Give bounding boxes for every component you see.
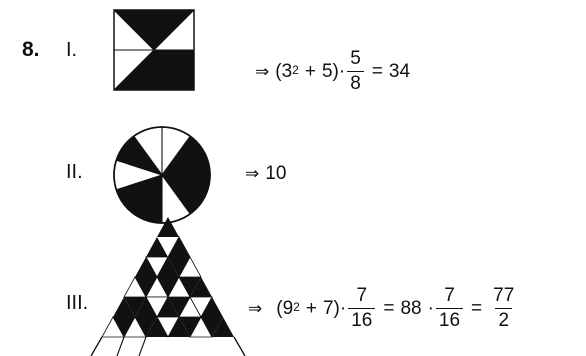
rparen: ) [332, 60, 339, 82]
denominator: 16 [348, 308, 376, 332]
exponent: 2 [293, 299, 300, 314]
dot-2: · [427, 297, 434, 319]
rparen: ) [333, 297, 340, 319]
equals-1: = [383, 297, 395, 319]
lparen: ( [275, 60, 282, 82]
problem-number: 8. [22, 38, 40, 61]
part-label-2: II. [66, 161, 83, 183]
fraction-seven-sixteenths: 7 16 [348, 285, 376, 332]
lparen: ( [276, 297, 283, 319]
part-label-3: III. [66, 292, 89, 314]
fraction-result: 77 2 [490, 285, 517, 332]
expression-part-2: ⇒ 10 [245, 163, 286, 185]
base: 9 [282, 297, 294, 319]
equals: = [371, 60, 383, 82]
numerator: 5 [350, 48, 361, 69]
numerator: 7 [444, 285, 455, 306]
square-8-triangles-5-shaded-icon [113, 9, 195, 91]
base: 3 [281, 60, 293, 82]
denominator: 2 [495, 308, 513, 332]
denominator: 8 [347, 71, 364, 95]
numerator: 7 [356, 285, 368, 306]
part-label-1: I. [66, 39, 78, 61]
dot: · [338, 60, 346, 82]
result: 10 [265, 163, 287, 184]
result: 34 [388, 60, 411, 82]
denominator: 16 [435, 308, 464, 332]
triangle-16-subtriangles-shaded-icon [90, 217, 246, 356]
fraction-five-eighths: 5 8 [347, 48, 364, 95]
fraction-seven-sixteenths-2: 7 16 [435, 285, 464, 332]
implies-arrow: ⇒ [245, 164, 260, 183]
intermediate: 88 [400, 297, 422, 319]
plus: + [304, 60, 316, 82]
numerator: 77 [493, 285, 515, 306]
implies-arrow: ⇒ [255, 61, 270, 81]
equals-2: = [471, 297, 483, 319]
addend: 5 [321, 60, 333, 82]
dot-1: · [339, 297, 347, 319]
exponent: 2 [292, 62, 299, 77]
implies-arrow: ⇒ [248, 298, 263, 318]
circle-10-sectors-shaded-icon [113, 126, 211, 224]
addend: 7 [322, 297, 334, 319]
plus: + [305, 297, 317, 319]
